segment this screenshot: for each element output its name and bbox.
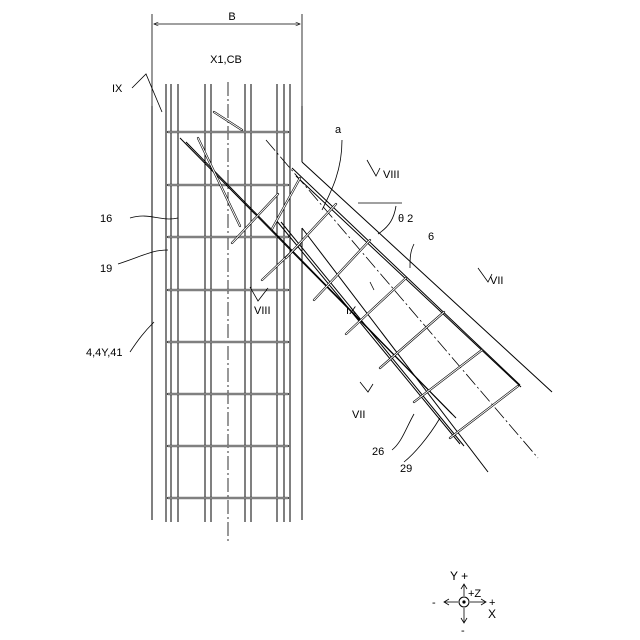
label-ix-mid: IX (346, 305, 357, 317)
label-theta: θ 2 (398, 213, 413, 225)
label-x1-cb: X1,CB (210, 54, 242, 66)
axis-label-y-minus: - (461, 625, 465, 637)
column-outline (152, 106, 302, 520)
brace-tie (286, 204, 336, 258)
coordinate-axes: Y + +Z - + X - (432, 569, 496, 637)
brace-ties (272, 178, 518, 438)
brace-tie (314, 240, 370, 300)
label-viii-top: VIII (383, 169, 400, 181)
label-vii-right: VII (490, 275, 503, 287)
label-6: 6 (428, 231, 434, 243)
label-26: 26 (372, 446, 384, 458)
brace-tie (380, 312, 444, 368)
axis-label-x-minus: - (432, 597, 436, 609)
label-vii-left: VII (352, 409, 365, 421)
label-b: B (228, 11, 235, 23)
brace-tie (450, 386, 518, 438)
axis-label-x: X (488, 607, 496, 621)
label-19: 19 (100, 263, 112, 275)
brace-tie (414, 350, 482, 402)
section-marks (132, 74, 492, 392)
axis-label-z: +Z (468, 588, 481, 600)
rebar-hook-ends (198, 112, 300, 280)
axis-label-y: Y + (450, 569, 468, 583)
label-16: 16 (100, 213, 112, 225)
label-ix-top: IX (112, 83, 123, 95)
label-29: 29 (400, 463, 412, 475)
diagonal-brace (180, 112, 552, 472)
label-a: a (335, 124, 342, 136)
label-viii-mid: VIII (254, 305, 271, 317)
label-4-4y-41: 4,4Y,41 (86, 347, 123, 359)
